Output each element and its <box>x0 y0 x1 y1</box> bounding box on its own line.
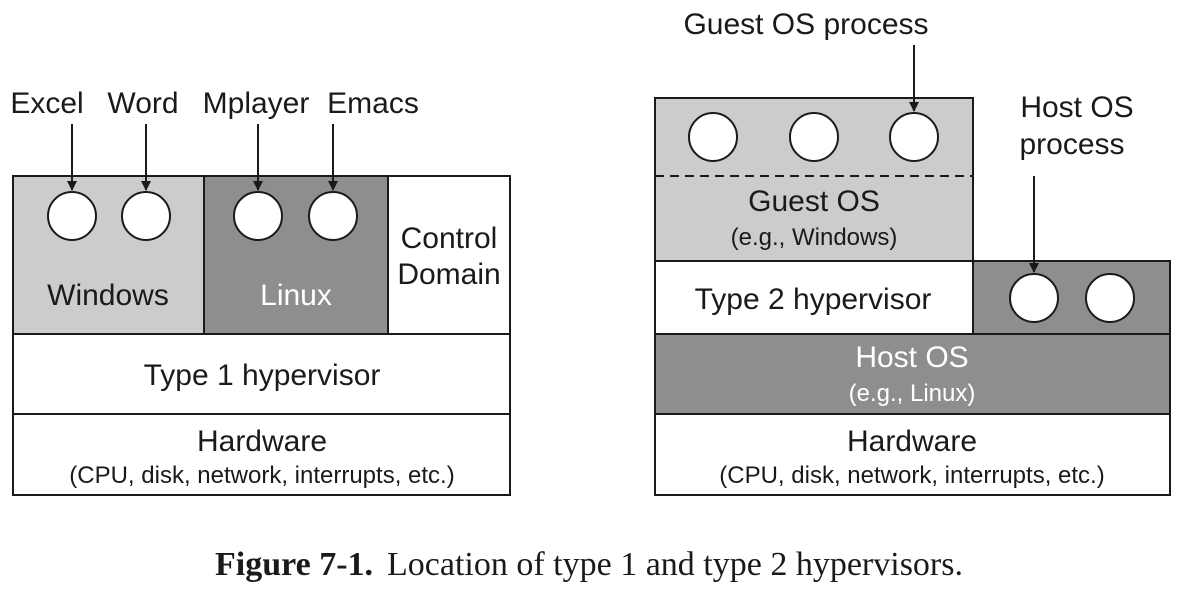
windows-vm-box <box>12 175 205 335</box>
guest-os-detail: (e.g., Windows) <box>731 224 898 251</box>
type1-hypervisor-box <box>12 333 511 415</box>
guest-process-circle-2 <box>789 112 839 162</box>
host-process-box <box>972 260 1171 335</box>
figure-caption-label: Figure 7-1. <box>215 546 373 583</box>
right-hardware-detail: (CPU, disk, network, interrupts, etc.) <box>719 462 1104 489</box>
host-os-box <box>654 333 1171 415</box>
figure-caption-text: Location of type 1 and type 2 hypervisor… <box>387 546 963 583</box>
mplayer-label: Mplayer <box>203 87 310 120</box>
host-os-detail: (e.g., Linux) <box>849 380 976 407</box>
linux-label: Linux <box>260 279 332 312</box>
control-domain-label-line2: Domain <box>397 258 500 291</box>
host-process-circle-2 <box>1085 273 1135 323</box>
host-process-circle-1 <box>1009 273 1059 323</box>
type1-diagram: Excel Word Mplayer Emacs Windows Linux C… <box>10 87 511 496</box>
emacs-label: Emacs <box>327 87 419 120</box>
left-hardware-detail: (CPU, disk, network, interrupts, etc.) <box>69 462 454 489</box>
right-hardware-title: Hardware <box>847 425 977 458</box>
control-domain-box <box>387 175 511 335</box>
guest-process-label: Guest OS process <box>683 8 928 41</box>
right-hardware-box <box>654 413 1171 496</box>
emacs-process-circle <box>308 191 358 241</box>
linux-vm-box <box>203 175 389 335</box>
host-process-label-line1: Host OS <box>1020 91 1133 124</box>
guest-process-circle-1 <box>688 112 738 162</box>
excel-process-circle <box>47 191 97 241</box>
type1-hypervisor-label: Type 1 hypervisor <box>144 359 381 392</box>
left-hardware-title: Hardware <box>197 425 327 458</box>
type2-hypervisor-label: Type 2 hypervisor <box>695 283 932 316</box>
host-process-label-line2: process <box>1019 128 1124 161</box>
guest-process-circle-3 <box>889 112 939 162</box>
figure-caption: Figure 7-1. Location of type 1 and type 2… <box>215 546 963 583</box>
windows-label: Windows <box>47 279 169 312</box>
word-process-circle <box>121 191 171 241</box>
mplayer-process-circle <box>233 191 283 241</box>
control-domain-label-line1: Control <box>401 222 498 255</box>
host-os-title: Host OS <box>855 341 968 374</box>
excel-label: Excel <box>10 87 83 120</box>
word-label: Word <box>107 87 178 120</box>
guest-os-title: Guest OS <box>748 185 880 218</box>
type2-diagram: Guest OS process Host OS process Guest O… <box>654 8 1171 496</box>
left-hardware-box <box>12 413 511 496</box>
